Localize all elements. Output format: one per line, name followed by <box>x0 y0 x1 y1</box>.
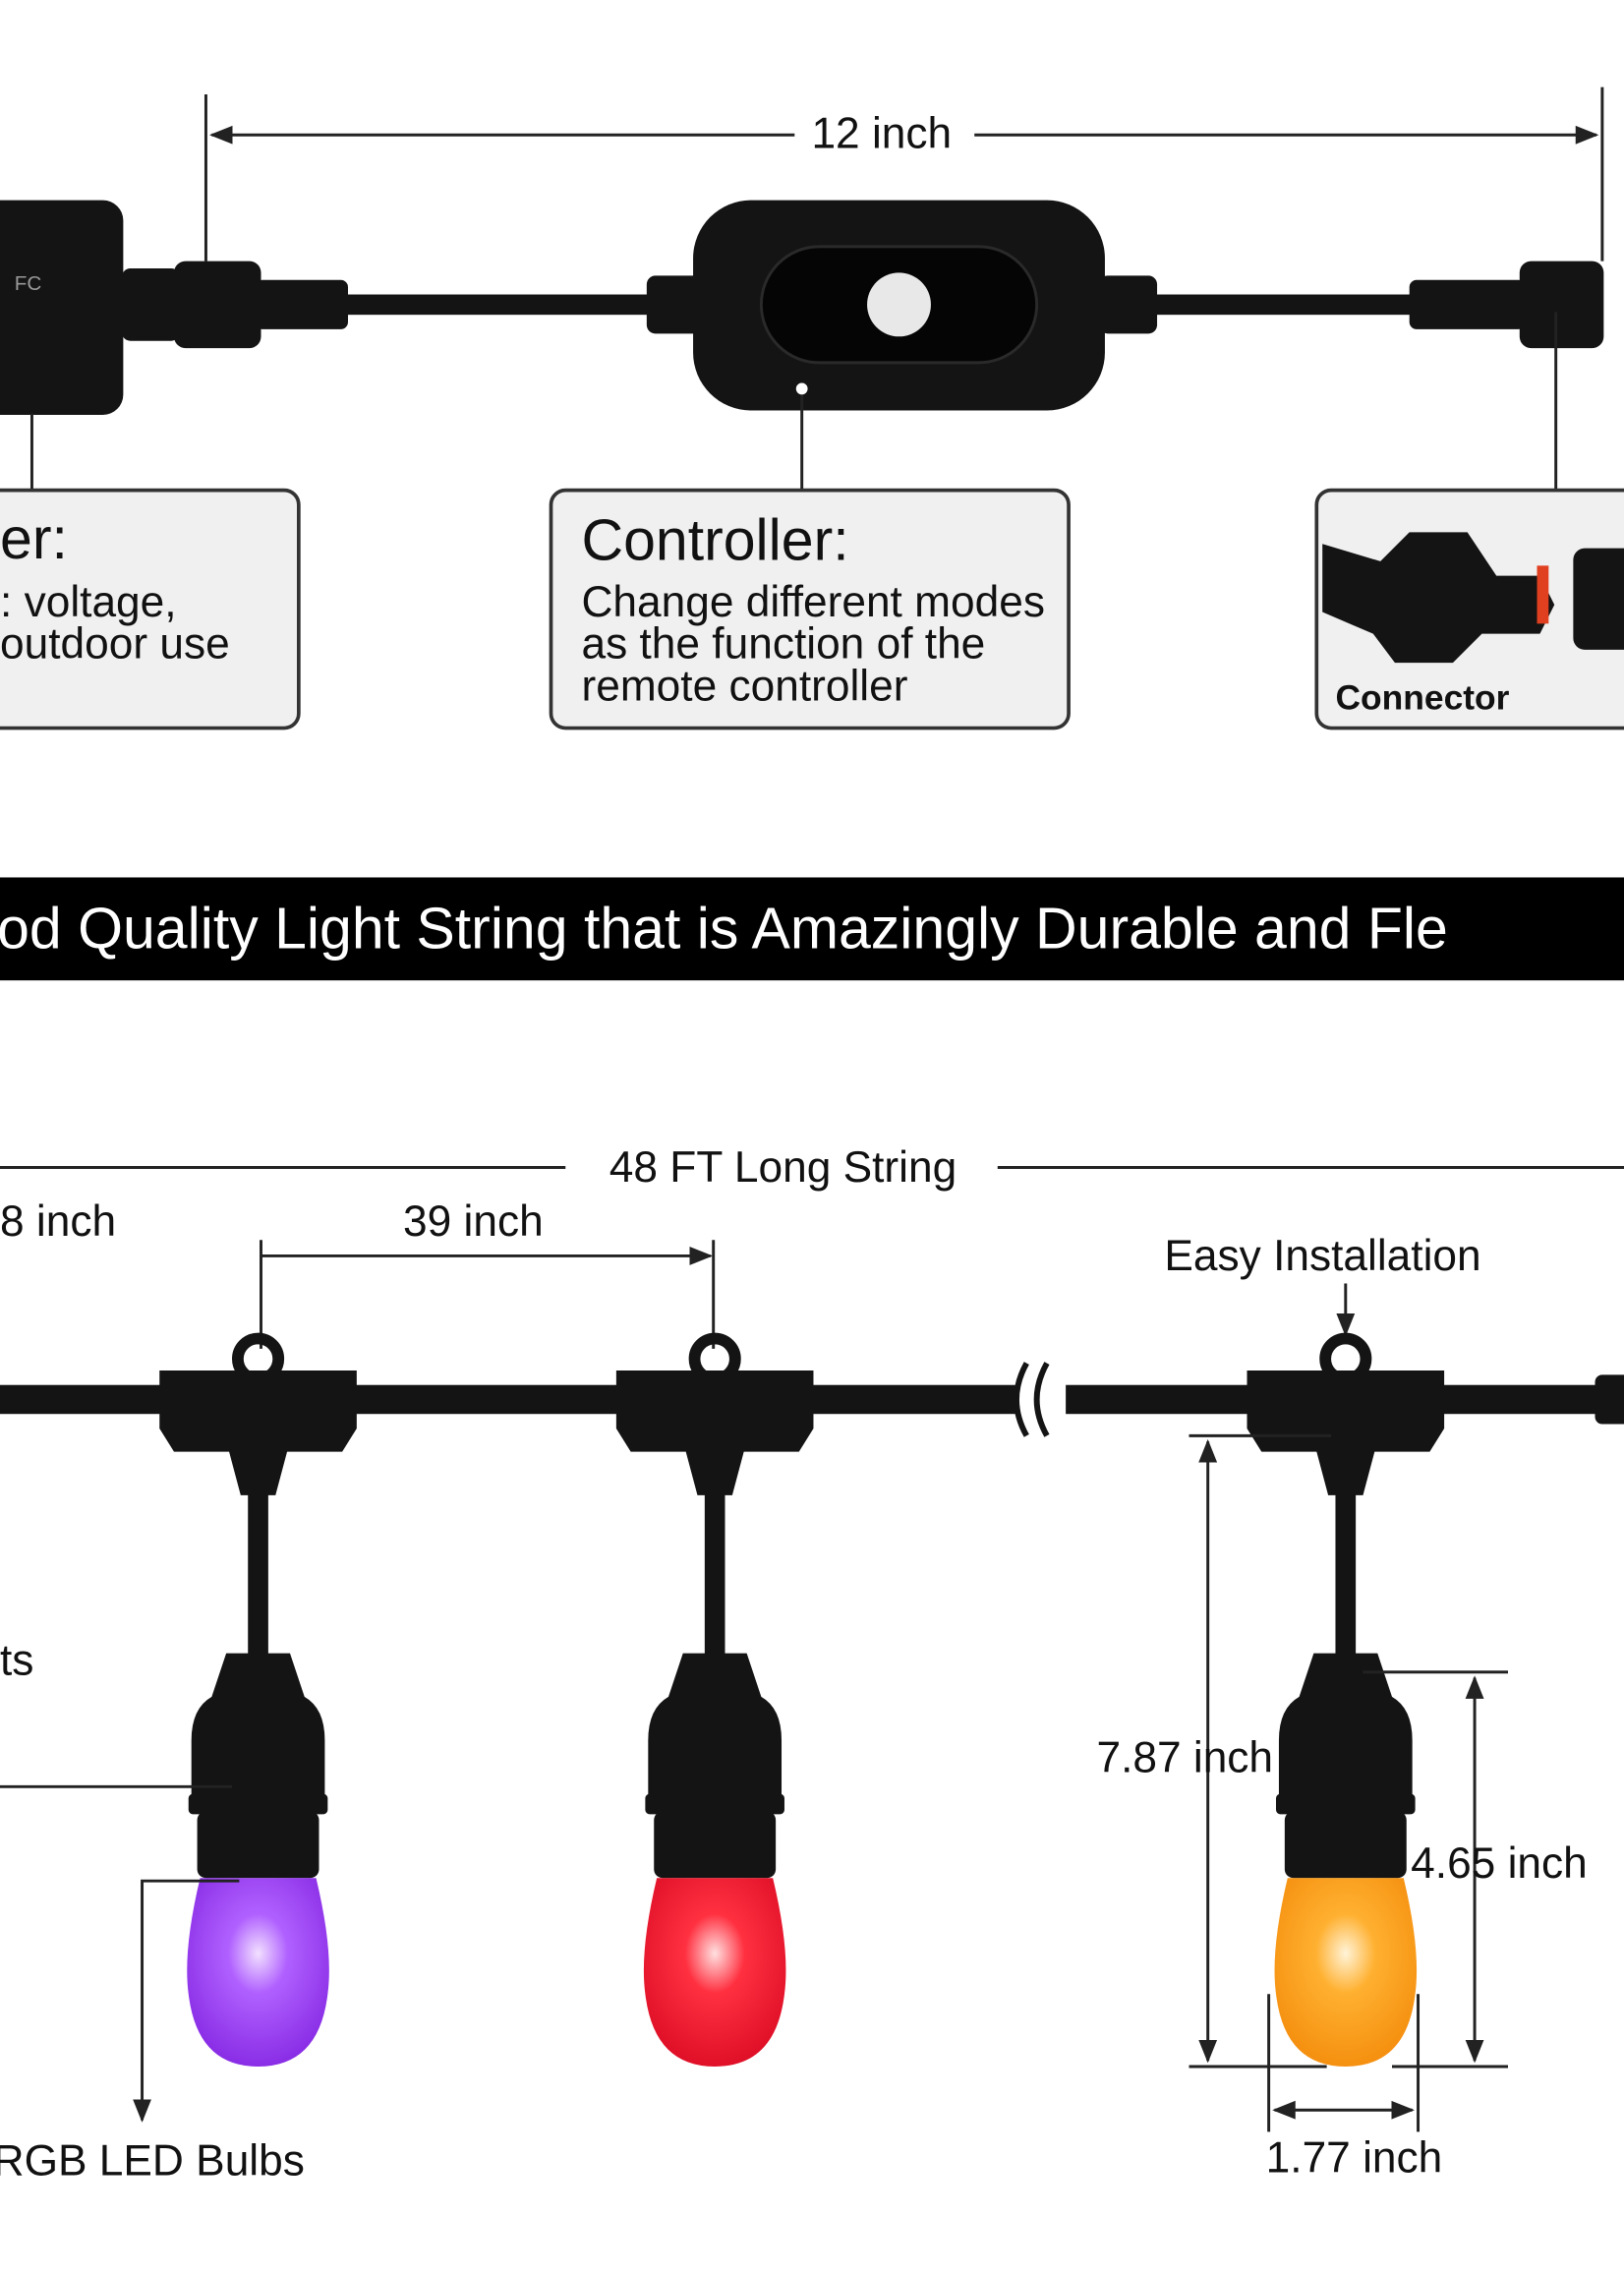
easy-installation-label: Easy Installation <box>1164 1232 1480 1280</box>
spacing-label: 39 inch <box>403 1197 544 1246</box>
sockets-label: ts <box>0 1637 33 1685</box>
controller-sensor <box>867 272 931 337</box>
spacing-left-label: 8 inch <box>0 1197 116 1246</box>
controller-box-title: Controller: <box>581 507 848 572</box>
bulb-red <box>643 1878 786 2067</box>
cable <box>1152 294 1415 316</box>
banner-text: od Quality Light String that is Amazingl… <box>0 897 1448 962</box>
controller-box-line: Change different modes <box>581 578 1045 626</box>
bulb-purple <box>187 1878 329 2067</box>
adapter-marking: FC <box>15 272 42 295</box>
cable <box>345 294 701 316</box>
pendant-amber <box>1247 1339 1445 2067</box>
power-adapter: FC <box>0 200 348 415</box>
bulb-height-label: 4.65 inch <box>1411 1839 1588 1888</box>
bulb-amber <box>1274 1878 1418 2067</box>
drop-height-label: 7.87 inch <box>1096 1734 1273 1782</box>
adapter-box-line: : voltage, <box>0 578 177 626</box>
controller-box-line: as the function of the <box>581 620 985 669</box>
controller-info-box: Controller: Change different modes as th… <box>549 488 1071 730</box>
adapter-box-line: outdoor use <box>0 620 230 669</box>
cable-length-label: 12 inch <box>811 110 952 158</box>
connector-plug <box>1409 261 1604 349</box>
banner <box>0 877 1624 981</box>
bulb-width-label: 1.77 inch <box>1266 2134 1443 2183</box>
adapter-box-title: er: <box>0 506 68 571</box>
cable-length-dimension: 12 inch <box>203 87 1604 262</box>
controller <box>646 200 1158 411</box>
pendant-purple <box>159 1339 357 2067</box>
connector-info-box: Connector <box>1314 488 1624 730</box>
break-icon <box>1014 1362 1050 1437</box>
pendant-red <box>616 1339 814 2067</box>
bulbs-label: RGB LED Bulbs <box>0 2137 305 2186</box>
connector-label: Connector <box>1335 677 1509 717</box>
controller-box-line: remote controller <box>581 663 907 711</box>
adapter-info-box: er: : voltage, outdoor use <box>0 488 301 730</box>
main-cable <box>0 1384 1015 1415</box>
string-length-label: 48 FT Long String <box>609 1143 957 1192</box>
